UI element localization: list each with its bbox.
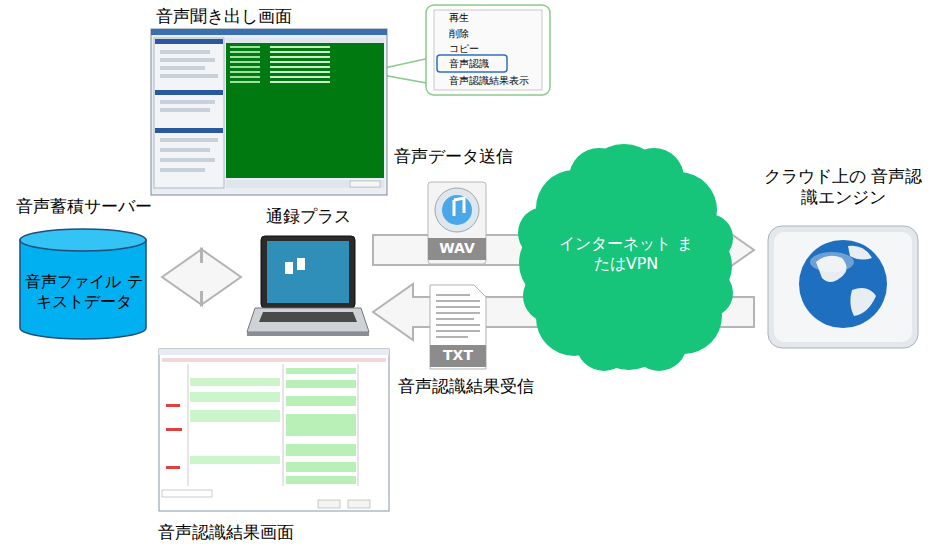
block-arrow xyxy=(162,249,241,305)
server-heading: 音声蓄積サーバー xyxy=(16,196,158,217)
result-screenshot xyxy=(158,348,392,514)
menu-item: 音声認識結果表示 xyxy=(449,75,547,88)
context-menu: 再生削除コピー音声認識音声認識結果表示 xyxy=(425,4,551,96)
menu-item: 再生 xyxy=(449,12,547,25)
file-type: TXT xyxy=(430,347,486,365)
laptop-outline xyxy=(245,214,371,336)
menu-item-selected: 音声認識 xyxy=(449,58,547,71)
menu-item: 削除 xyxy=(449,28,547,41)
edge-label: 音声データ送信 xyxy=(392,146,515,167)
listening-screenshot xyxy=(150,28,390,198)
cloud-text: インターネット またはVPN xyxy=(554,234,698,274)
network-cloud: インターネット またはVPN xyxy=(514,138,738,374)
cylinder-text: 音声ファイル テキストデータ xyxy=(18,272,150,312)
storage-server: 音声蓄積サーバー音声ファイル テキストデータ xyxy=(16,196,158,348)
recognition-engine: クラウド上の 音声認識エンジン xyxy=(756,166,930,354)
screen-title: 音声認識結果画面 xyxy=(158,522,294,543)
edge-label: 音声認識結果受信 xyxy=(396,376,536,397)
client-laptop: 通録プラス xyxy=(245,206,371,336)
engine-heading: クラウド上の 音声認識エンジン xyxy=(756,166,930,209)
laptop-label: 通録プラス xyxy=(245,206,371,227)
file-type: WAV xyxy=(428,240,486,258)
screen-title: 音声聞き出し画面 xyxy=(156,6,292,27)
menu-item: コピー xyxy=(449,43,547,56)
